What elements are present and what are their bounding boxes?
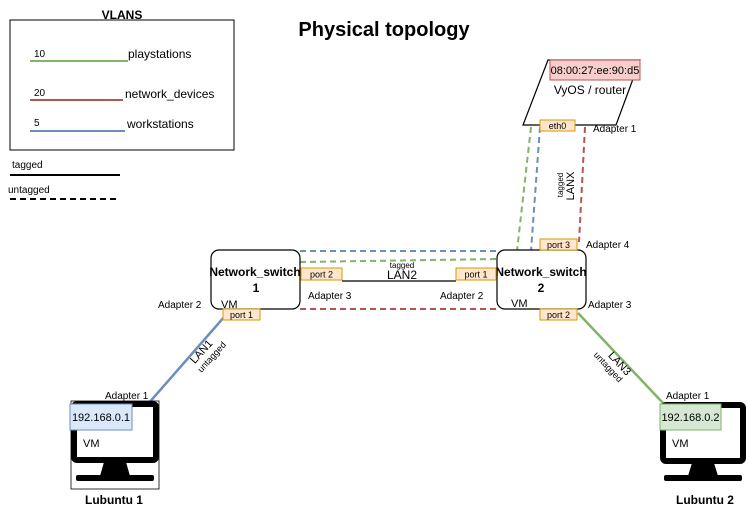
host-2-name: Lubuntu 2 <box>676 493 734 507</box>
host-lubuntu-1: 192.168.0.1 VM Adapter 1 Lubuntu 1 <box>69 391 160 507</box>
switch-2-port-2 <box>539 308 578 321</box>
untagged-legend-label: untagged <box>8 185 50 196</box>
legend-title: VLANS <box>102 8 143 22</box>
host-lubuntu-2: 192.168.0.2 VM Adapter 1 Lubuntu 2 <box>659 391 746 507</box>
switch-1-port-1-label: port 1 <box>230 310 253 320</box>
switch-2-port-1-label: port 1 <box>464 270 487 280</box>
switch-1-port-2-label: port 2 <box>310 270 333 280</box>
switch-1-vm: VM <box>221 299 238 311</box>
switch-2-adapter-4: Adapter 4 <box>586 240 630 251</box>
link-lan1 <box>147 315 226 405</box>
monitor-stand-icon <box>688 463 718 476</box>
switch-2-port-3 <box>539 238 578 251</box>
monitor-base-icon <box>664 475 742 481</box>
router-port-label: eth0 <box>549 121 567 131</box>
host-1-name: Lubuntu 1 <box>85 493 143 507</box>
router-port-eth0 <box>539 119 576 132</box>
router-label: VyOS / router <box>554 83 626 97</box>
link-router-vlan10 <box>516 126 532 252</box>
switch-2-number: 2 <box>538 281 545 295</box>
vlan-20-id: 20 <box>34 88 46 99</box>
switch-2-vm: VM <box>511 298 528 310</box>
switch-2-adapter-2: Adapter 2 <box>440 291 484 302</box>
link-router-vlan20 <box>578 126 586 243</box>
vlan-20-name: network_devices <box>125 87 214 101</box>
router-adapter: Adapter 1 <box>593 124 637 135</box>
lan2-tag-label: tagged <box>390 261 414 270</box>
host-2-ip-box <box>659 403 722 431</box>
host-1-adapter: Adapter 1 <box>105 391 149 402</box>
vlan-5-name: workstations <box>126 117 194 131</box>
host-1-ip: 192.168.0.1 <box>72 412 130 424</box>
host-1-ip-box <box>69 403 133 431</box>
lanx-tag-label: tagged <box>556 173 565 197</box>
switch-2-port-3-label: port 3 <box>547 240 570 250</box>
router-node: 08:00:27:ee:90:d5 VyOS / router eth0 Ada… <box>522 59 641 135</box>
link-lan3 <box>577 312 664 404</box>
tagged-legend-label: tagged <box>12 160 43 171</box>
host-1-vm: VM <box>83 438 100 450</box>
lan2-label: LAN2 <box>387 268 417 282</box>
page-title: Physical topology <box>298 19 470 41</box>
switch-1-name: Network_switch <box>209 265 300 279</box>
router-mac-box <box>549 59 641 81</box>
switch-1-number: 1 <box>253 281 260 295</box>
monitor-base-icon <box>76 475 154 481</box>
switch-1-port-1 <box>222 308 261 321</box>
switch-2-adapter-3: Adapter 3 <box>588 300 632 311</box>
vlan-5-id: 5 <box>34 118 40 129</box>
switch-1-adapter-3: Adapter 3 <box>308 291 352 302</box>
switch-2-port-2-label: port 2 <box>547 310 570 320</box>
legend-frame <box>9 19 235 151</box>
router-mac: 08:00:27:ee:90:d5 <box>551 65 640 77</box>
switch-2-port-1 <box>455 267 497 281</box>
switch-1-adapter-2: Adapter 2 <box>158 300 202 311</box>
switch-2: Network_switch 2 port 1 port 3 port 2 Ad… <box>440 238 632 321</box>
lanx-label: LANX <box>565 171 577 200</box>
host-2-ip: 192.168.0.2 <box>661 412 719 424</box>
switch-2-name: Network_switch <box>495 265 586 279</box>
link-sw1-sw2-vlan10 <box>299 258 498 263</box>
host-2-adapter: Adapter 1 <box>666 391 710 402</box>
switch-1-port-2 <box>300 267 343 281</box>
link-router-vlan5 <box>530 126 541 252</box>
vlan-10-id: 10 <box>34 49 46 60</box>
switch-1: Network_switch 1 port 2 port 1 Adapter 3… <box>158 249 352 321</box>
host-2-vm: VM <box>672 438 689 450</box>
vlan-10-name: playstations <box>128 47 191 61</box>
vlan-legend: VLANS 10 playstations 20 network_devices… <box>9 8 235 151</box>
monitor-stand-icon <box>100 462 130 476</box>
